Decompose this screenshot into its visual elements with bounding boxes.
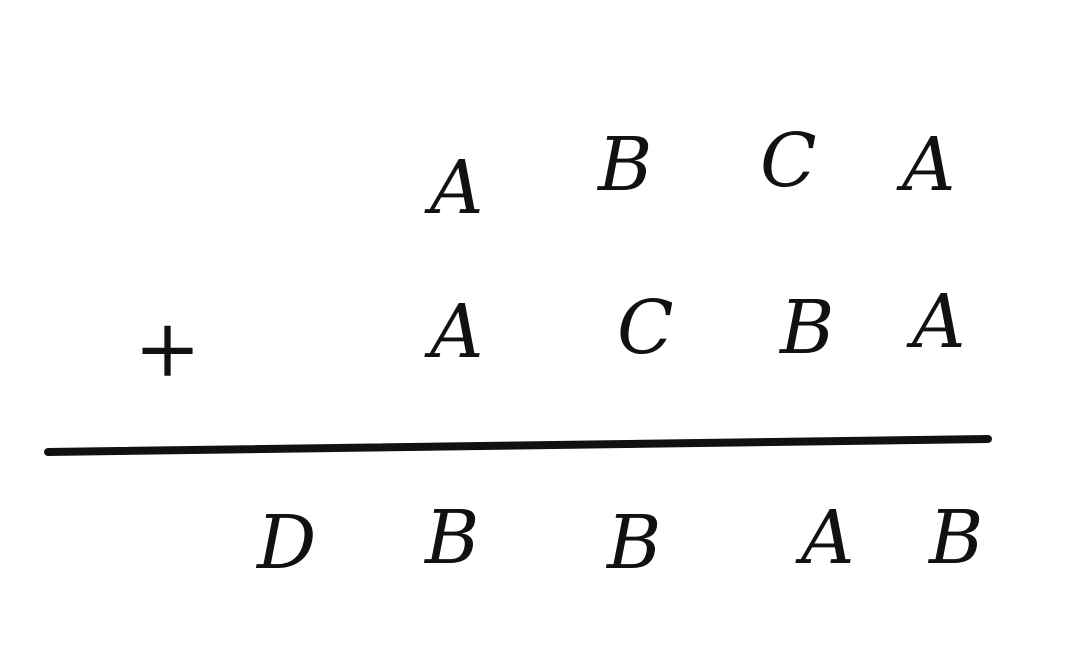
- addend-2-row: + A C B A: [134, 279, 965, 395]
- addend-2-digit-3: B: [778, 285, 834, 371]
- addend-1-digit-2: B: [596, 122, 652, 208]
- sum-digit-4: A: [795, 495, 854, 581]
- addend-1-row: A B C A: [424, 118, 955, 231]
- addend-2-digit-2: C: [617, 285, 674, 371]
- sum-row: D B B A B: [255, 495, 983, 586]
- sum-digit-3: B: [605, 500, 661, 586]
- addend-1-digit-3: C: [760, 118, 817, 204]
- addend-2-digit-4: A: [906, 279, 965, 365]
- addend-1-digit-1: A: [424, 145, 483, 231]
- sum-rule-line: [44, 435, 992, 456]
- sum-digit-1: D: [255, 500, 316, 586]
- sum-digit-5: B: [927, 495, 983, 581]
- plus-sign: +: [134, 302, 201, 395]
- addend-2-digit-1: A: [424, 289, 483, 375]
- sum-digit-2: B: [423, 495, 479, 581]
- addend-1-digit-4: A: [896, 122, 955, 208]
